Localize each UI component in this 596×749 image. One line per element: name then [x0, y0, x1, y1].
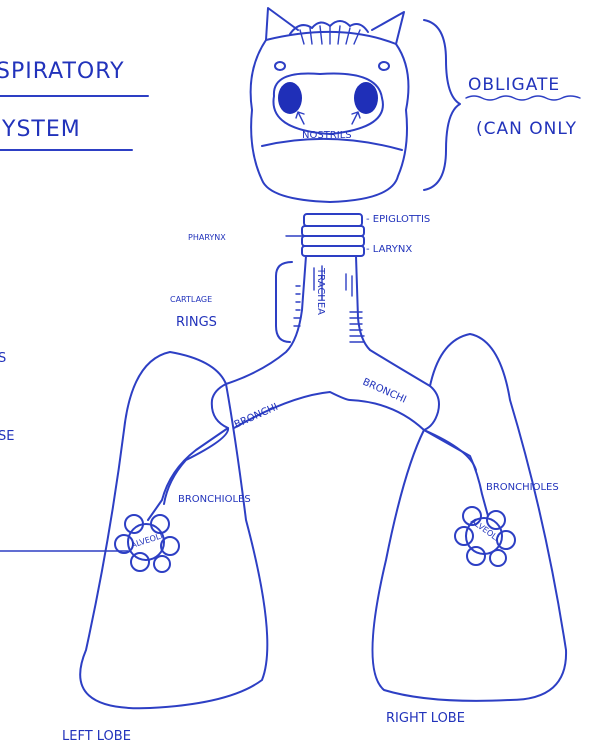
horse-head: NOSTRILS — [251, 8, 409, 202]
cartilage-bracket — [276, 262, 292, 342]
alveoli-right: ALVEOLI — [455, 507, 515, 566]
right-eye — [379, 62, 389, 70]
bronchioles-left-label: BRONCHIOLES — [178, 494, 251, 505]
face-outline — [251, 32, 409, 202]
side-note-line-2: (CAN ONLY — [476, 119, 577, 139]
bronchi-left-label: BRONCHI — [233, 402, 280, 431]
head-bracket — [424, 20, 460, 190]
left-lobe-label: LEFT LOBE — [62, 729, 131, 744]
alveoli-left-label: ALVEOLI — [130, 531, 164, 550]
right-lobe-label: RIGHT LOBE — [386, 711, 465, 726]
epiglottis-label: - EPIGLOTTIS — [366, 214, 430, 225]
left-edge-fragment-1: S — [0, 351, 6, 366]
larynx-label: - LARYNX — [366, 244, 412, 255]
left-lung — [80, 352, 267, 708]
side-note-underline — [466, 96, 580, 100]
left-nostril-icon — [278, 82, 302, 114]
trachea-label: TRACHEA — [315, 267, 326, 315]
cartilage-label-line-1: CARTLAGE — [170, 295, 212, 304]
title-line-1: SPIRATORY — [0, 59, 125, 84]
left-edge-fragment-2: SE — [0, 429, 14, 444]
airway-inner — [164, 392, 476, 504]
epiglottis-shape — [304, 214, 362, 226]
larynx — [302, 214, 364, 256]
bronchioles-right-label: BRONCHIOLES — [486, 482, 559, 493]
title-line-2: YSTEM — [1, 117, 81, 142]
left-eye — [275, 62, 285, 70]
right-ear — [372, 12, 404, 44]
pharynx-label: PHARYNX — [188, 233, 226, 242]
title-block: SPIRATORY YSTEM — [0, 59, 148, 150]
alveoli-left: ALVEOLI — [115, 515, 179, 572]
nostrils-label: NOSTRILS — [302, 130, 352, 141]
cartilage-label-line-2: RINGS — [176, 315, 217, 330]
side-note-line-1: OBLIGATE — [468, 75, 560, 95]
right-nostril-icon — [354, 82, 378, 114]
right-lung — [372, 334, 566, 701]
